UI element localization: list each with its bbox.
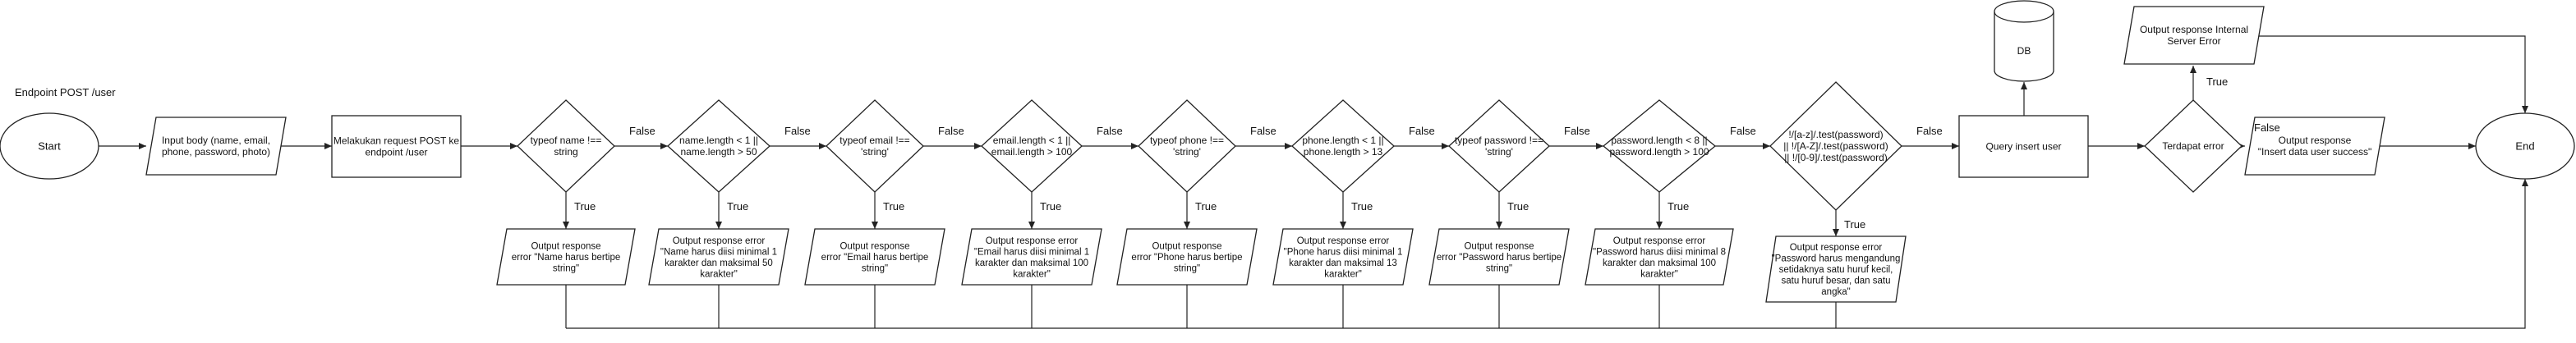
err-email-len-io: [961, 228, 1102, 286]
err-phone-len-io: [1272, 228, 1414, 286]
err-email-type-io: [804, 228, 945, 286]
cond-email-len-text: email.length < 1 ||email.length > 100: [991, 135, 1073, 158]
label-true-5: True: [1351, 200, 1373, 213]
cond-name-len-text: name.length < 1 ||name.length > 50: [679, 135, 758, 158]
shape-layer: [0, 0, 2575, 303]
connector-layer: [99, 35, 2528, 329]
cond-password-type-text: typeof password !=='string': [1455, 135, 1543, 158]
label-true-6: True: [1507, 200, 1529, 213]
cond-password-regex-text: !/[a-z]/.test(password)|| !/[A-Z]/.test(…: [1783, 129, 1888, 163]
cond-phone-len-decision: [1291, 99, 1395, 193]
edge-bus-end: [566, 179, 2528, 329]
cond-error-text: Terdapat error: [2162, 140, 2224, 152]
cond-password-len-decision: [1602, 99, 1717, 193]
err-password-regex-text: Output response error"Password harus men…: [1772, 243, 1901, 297]
start-text: Start: [38, 140, 61, 153]
err-phone-type-io: [1116, 228, 1258, 286]
err-password-len-text: Output response error"Password harus dii…: [1593, 236, 1726, 280]
label-true-2: True: [883, 200, 904, 213]
db-cylinder: [1994, 0, 2054, 82]
cond-phone-len-text: phone.length < 1 ||phone.length > 13: [1302, 135, 1383, 158]
out-internal-io: [2123, 6, 2265, 65]
label-false-6: False: [1564, 125, 1590, 137]
cond-phone-type-text: typeof phone !=='string': [1150, 135, 1224, 158]
label-false-4: False: [1250, 125, 1276, 137]
label-false-8: False: [1916, 125, 1943, 137]
label-true-3: True: [1040, 200, 1061, 213]
end-text: End: [2515, 140, 2534, 153]
label-false-1: False: [784, 125, 811, 137]
err-name-type-io: [496, 228, 636, 286]
end-terminal: [2475, 112, 2575, 180]
out-success-io: [2244, 117, 2385, 176]
cond-email-type-decision: [826, 99, 924, 193]
cond-error-decision: [2144, 99, 2242, 193]
label-true-8: True: [1844, 218, 1865, 231]
label-true-4: True: [1195, 200, 1217, 213]
label-error-false: False: [2254, 121, 2280, 134]
cond-password-len-text: password.length < 8 ||password.length > …: [1609, 135, 1709, 158]
err-email-len-text: Output response error"Email harus diisi …: [974, 236, 1089, 280]
cond-password-type-decision: [1448, 99, 1550, 193]
input-body-text: Input body (name, email,phone, password,…: [162, 135, 270, 158]
err-password-len-io: [1585, 228, 1734, 286]
label-false-0: False: [629, 125, 656, 137]
cond-name-type-text: typeof name !==string: [531, 135, 602, 158]
request-process: [331, 115, 462, 178]
cond-password-regex-decision: [1769, 81, 1902, 211]
cond-phone-type-decision: [1138, 99, 1236, 193]
out-success-text: Output response"Insert data user success…: [2258, 135, 2372, 158]
label-error-true: True: [2206, 75, 2228, 88]
err-name-len-text: Output response error"Name harus diisi m…: [660, 236, 777, 280]
cond-name-type-decision: [517, 99, 615, 193]
err-password-type-io: [1428, 228, 1570, 286]
label-true-0: True: [574, 200, 596, 213]
db-text: DB: [2017, 45, 2031, 57]
label-true-7: True: [1668, 200, 1689, 213]
query-process: [1958, 115, 2089, 178]
label-false-3: False: [1097, 125, 1123, 137]
diagram-title: Endpoint POST /user: [15, 86, 116, 98]
err-password-regex-io: [1765, 236, 1907, 303]
start-terminal: [0, 112, 99, 180]
query-text: Query insert user: [1985, 141, 2061, 153]
edge-internal-end: [2259, 35, 2528, 113]
err-phone-len-text: Output response error"Phone harus diisi …: [1284, 236, 1403, 280]
db-cylinder-rim: [1994, 11, 2054, 23]
cond-name-len-decision: [667, 99, 770, 193]
label-false-5: False: [1409, 125, 1435, 137]
label-false-2: False: [938, 125, 964, 137]
cond-email-type-text: typeof email !=='string': [840, 135, 909, 158]
err-name-len-io: [648, 228, 789, 286]
cond-email-len-decision: [981, 99, 1083, 193]
input-body-io: [145, 117, 287, 176]
label-true-1: True: [727, 200, 748, 213]
label-false-7: False: [1730, 125, 1756, 137]
